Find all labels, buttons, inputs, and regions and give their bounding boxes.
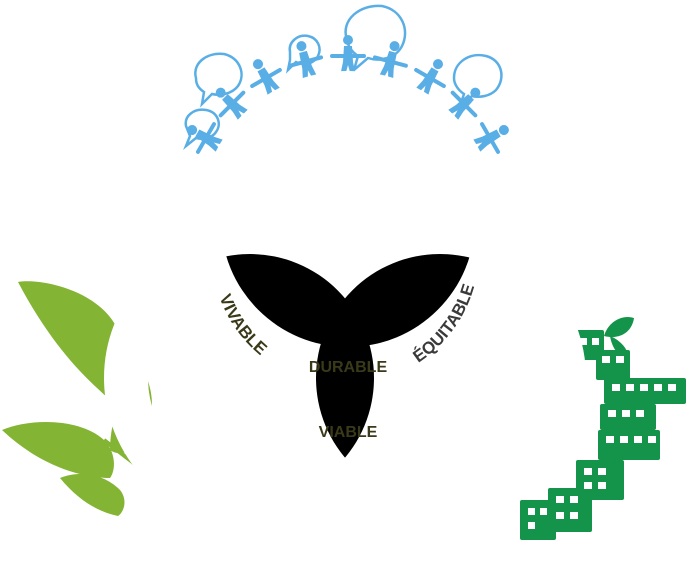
buildings-icon <box>520 316 686 540</box>
equitable-region <box>316 254 475 347</box>
person-icon <box>215 87 252 124</box>
person-icon <box>330 35 366 76</box>
person-icon <box>444 87 481 124</box>
viable-label: VIABLE <box>319 424 378 441</box>
durable-label: DURABLE <box>309 359 388 376</box>
person-icon <box>372 41 408 83</box>
person-icon <box>288 41 324 83</box>
vivable-region <box>221 254 374 347</box>
overlap-fills <box>221 254 475 502</box>
